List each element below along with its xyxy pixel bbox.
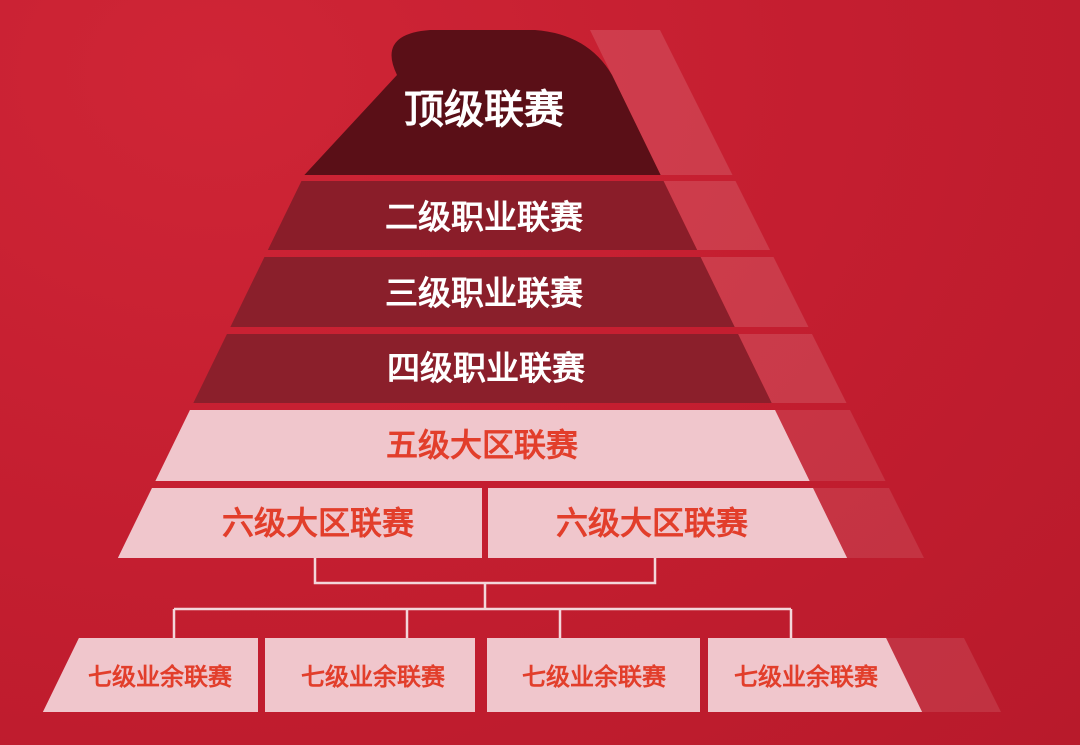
connector-lines [172, 558, 793, 638]
tier-7-label-4: 七级业余联赛 [734, 663, 879, 691]
tier-5-label: 五级大区联赛 [386, 426, 579, 464]
tier-7-label-2: 七级业余联赛 [301, 663, 446, 691]
tier-7-box-1 [42, 638, 259, 712]
tier-2-shadow [663, 181, 770, 250]
tier-6-label-right: 六级大区联赛 [556, 504, 749, 542]
tier-1-shadow [590, 30, 733, 175]
tier-4-label: 四级职业联赛 [387, 349, 586, 388]
tier-5-shadow [775, 410, 886, 481]
tier-3-shadow [700, 257, 809, 327]
tier-7-label-1: 七级业余联赛 [88, 663, 233, 691]
tier-6-label-left: 六级大区联赛 [222, 504, 415, 542]
tier-1-label: 顶级联赛 [404, 87, 565, 133]
tier-7-box-3 [487, 638, 700, 712]
tier-7-label-3: 七级业余联赛 [522, 663, 667, 691]
tier-1-shape [304, 30, 661, 175]
tier-6-right-box [488, 488, 848, 558]
pyramid-shadow [590, 30, 1001, 712]
tier-6-connector [313, 558, 657, 585]
tier-7-box-4 [708, 638, 923, 712]
tier-3-label: 三级职业联赛 [385, 274, 584, 313]
tier-2-label: 二级职业联赛 [385, 198, 584, 237]
tier-4-shape [193, 334, 772, 403]
tier-7-box-2 [265, 638, 475, 712]
tier-7-shadow [886, 638, 1001, 712]
tier-2-shape [267, 181, 698, 250]
tier-3-shape [230, 257, 735, 327]
tier-6-shadow [813, 488, 924, 558]
tier-4-shadow [738, 334, 847, 403]
tier-6-left-box [117, 488, 482, 558]
tier-5-shape [155, 410, 810, 481]
